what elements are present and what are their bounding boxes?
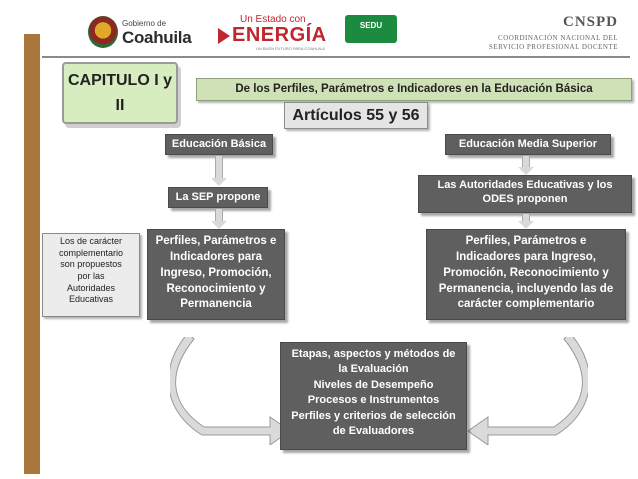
etapas-line: Perfiles y criterios de selección	[291, 409, 456, 422]
sedu-logo-text: SEDU	[359, 21, 383, 30]
note-line: Educativas	[68, 294, 114, 305]
perfiles-basica-line: Permanencia	[180, 298, 252, 311]
energia-arrow-icon	[218, 28, 230, 44]
perfiles-media-line: Perfiles, Parámetros e	[465, 235, 587, 247]
etapas-line: de Evaluadores	[332, 424, 415, 437]
note-line: Autoridades	[66, 282, 116, 293]
perfiles-media-box: Perfiles, Parámetros e Indicadores para …	[426, 229, 626, 320]
capitulo-line1: CAPITULO I y	[67, 72, 172, 89]
etapas-box: Etapas, aspectos y métodos de la Evaluac…	[280, 342, 467, 450]
coahuila-logo-small: Gobierno de	[122, 19, 167, 28]
note-line: son propuestos	[60, 259, 122, 270]
coahuila-logo: Gobierno de Coahuila	[88, 16, 206, 50]
perfiles-media-line: carácter complementario	[457, 298, 595, 311]
cnspd-line1: COORDINACIÓN NACIONAL DEL	[498, 34, 618, 42]
energia-logo-small: Un Estado con	[240, 14, 306, 25]
curved-arrow-right-icon	[468, 337, 588, 445]
coahuila-logo-text: Coahuila	[122, 28, 192, 47]
autoridades-propone-box: Las Autoridades Educativas y los ODES pr…	[418, 175, 632, 213]
perfiles-media-line: Promoción, Reconocimiento y	[443, 266, 609, 279]
energia-logo-tag: UN BUEN FUTURO PARA COAHUILA	[256, 46, 325, 51]
arrow-sep-to-perfiles	[211, 209, 227, 229]
cnspd-line2: SERVICIO PROFESIONAL DOCENTE	[488, 43, 618, 51]
cnspd-logo: CNSPD COORDINACIÓN NACIONAL DEL SERVICIO…	[440, 14, 630, 54]
sep-propone-box: La SEP propone	[168, 187, 268, 208]
articulos-label: Artículos 55 y 56	[284, 102, 428, 129]
perfiles-basica-line: Reconocimiento y	[166, 282, 266, 295]
perfiles-basica-line: Ingreso, Promoción,	[160, 266, 272, 279]
arrow-media-to-autoridades	[518, 156, 534, 175]
capitulo-label: CAPITULO I y II	[64, 68, 176, 118]
perfiles-basica-line: Perfiles, Parámetros e	[155, 235, 277, 247]
perfiles-media-line: Permanencia, incluyendo las de	[438, 282, 614, 295]
etapas-line: Niveles de Desempeño	[313, 378, 434, 391]
energia-logo-text: ENERGÍA	[232, 24, 327, 46]
autoridades-line: Las Autoridades Educativas y los	[437, 179, 613, 191]
autoridades-line: ODES proponen	[482, 192, 568, 205]
page-title: De los Perfiles, Parámetros e Indicadore…	[196, 78, 632, 101]
educacion-basica-box: Educación Básica	[165, 134, 273, 155]
capitulo-scroll: CAPITULO I y II	[62, 62, 178, 124]
curved-arrow-left-icon	[170, 337, 290, 445]
perfiles-basica-box: Perfiles, Parámetros e Indicadores para …	[147, 229, 285, 320]
arrow-basica-to-sep	[211, 156, 227, 186]
complementario-note: Los de carácter complementario son propu…	[42, 233, 140, 317]
arrow-autoridades-to-perfiles	[518, 214, 534, 229]
etapas-line: la Evaluación	[338, 363, 409, 376]
perfiles-media-line: Indicadores para Ingreso,	[456, 250, 596, 263]
cnspd-acronym: CNSPD	[562, 14, 618, 30]
note-line: complementario	[58, 247, 124, 258]
etapas-line: Procesos e Instrumentos	[307, 394, 440, 407]
perfiles-basica-line: Indicadores para	[169, 250, 263, 263]
energia-logo: Un Estado con ENERGÍA UN BUEN FUTURO PAR…	[218, 14, 330, 52]
note-line: Los de carácter	[59, 236, 123, 246]
sedu-logo: SEDU	[345, 15, 397, 43]
coahuila-seal-icon	[88, 16, 118, 48]
left-decorative-bar	[24, 34, 40, 474]
capitulo-line2: II	[115, 97, 125, 114]
header-divider	[42, 56, 630, 58]
note-line: por las	[77, 271, 105, 282]
educacion-media-box: Educación Media Superior	[445, 134, 611, 155]
etapas-line: Etapas, aspectos y métodos de	[291, 348, 456, 360]
